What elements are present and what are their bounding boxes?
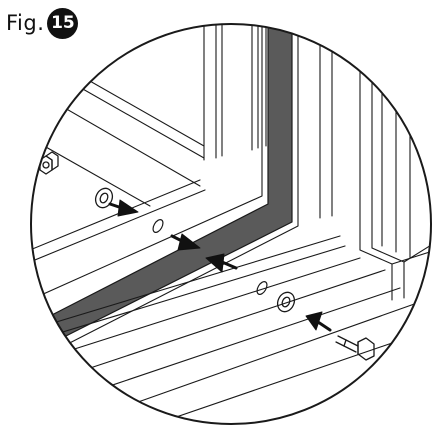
- hex-nut-icon: [39, 151, 59, 175]
- arrow-icon: [305, 311, 332, 332]
- arrow-icon: [205, 253, 238, 273]
- mounting-hole-icon: [256, 281, 268, 295]
- arrow-icon: [170, 233, 201, 251]
- mounting-hole-icon: [152, 219, 164, 233]
- figure-label: Fig. 15: [6, 8, 79, 39]
- figure-number: 15: [51, 13, 75, 33]
- upper-frame-members: [203, 24, 333, 219]
- figure-label-text: Fig.: [6, 11, 45, 35]
- figure-number-badge: 15: [47, 8, 79, 39]
- gasket-inner-edge: [31, 24, 263, 301]
- magnified-view: [31, 24, 431, 424]
- frame-flange-lines: [31, 235, 431, 424]
- detail-circle-outline: [30, 23, 432, 425]
- washer-icon: [94, 187, 114, 209]
- upper-panel-lines: [31, 63, 206, 263]
- hex-bolt-icon: [335, 335, 375, 361]
- washer-icon: [276, 291, 296, 313]
- gasket-strip: [45, 24, 293, 341]
- arrow-icon: [108, 199, 139, 217]
- corner-post: [359, 59, 431, 301]
